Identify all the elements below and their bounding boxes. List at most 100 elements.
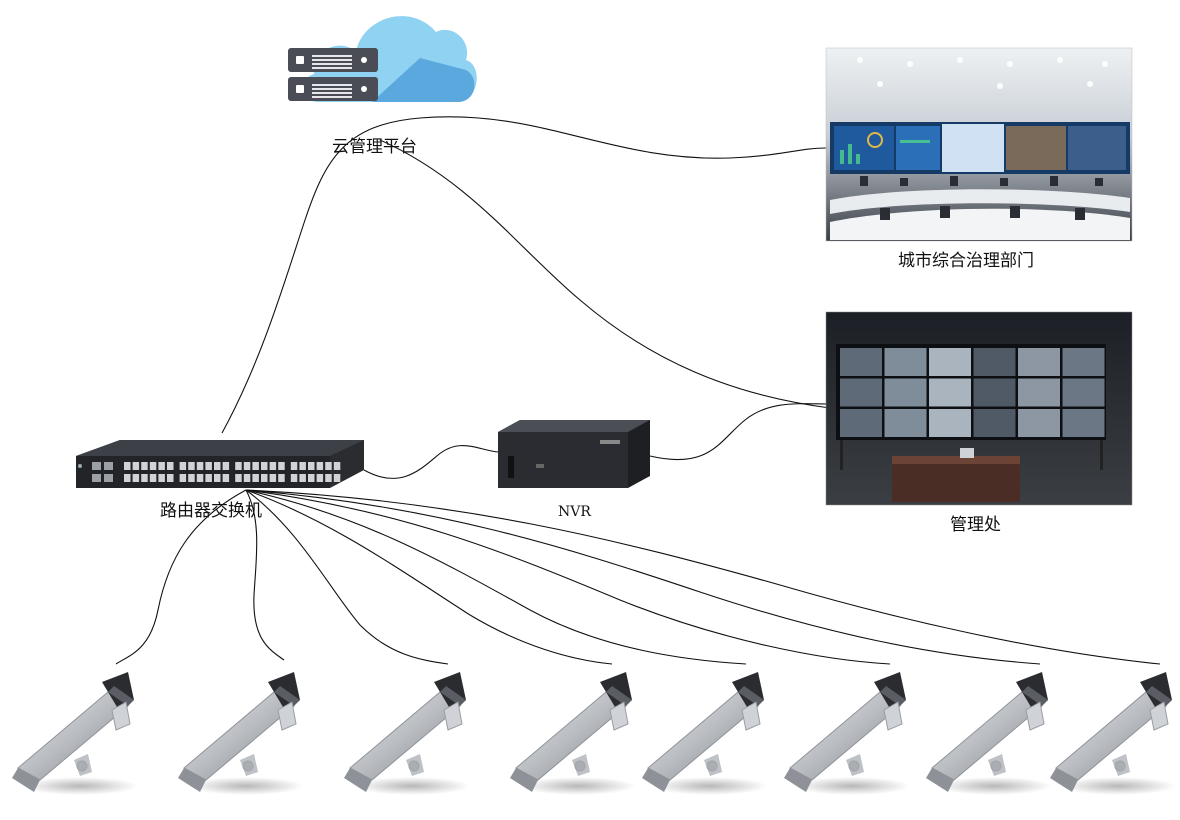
cctv-camera-icon (1049, 671, 1177, 796)
surveillance-monitor (1018, 378, 1060, 407)
link-nvr-management (649, 403, 831, 461)
surveillance-monitor (1018, 348, 1060, 376)
cctv-camera-icon (177, 671, 305, 796)
network-switch-icon (76, 440, 364, 488)
surveillance-monitor (929, 348, 971, 376)
camera-row (11, 671, 1177, 796)
uplink-port (104, 474, 113, 482)
cctv-camera-icon (783, 671, 911, 796)
switch-port (299, 474, 306, 482)
surveillance-monitor (929, 378, 971, 407)
surveillance-monitor (840, 378, 882, 407)
switch-port (132, 462, 140, 470)
switch-port (290, 474, 298, 482)
switch-port (252, 474, 259, 482)
switch-port (158, 474, 165, 482)
switch-port (278, 474, 285, 482)
switch-port (167, 474, 174, 482)
switch-port (188, 462, 195, 470)
link-camera-4 (245, 489, 613, 665)
switch-port (290, 462, 298, 470)
switch-port (188, 474, 195, 482)
switch-port (149, 462, 157, 470)
switch-port (214, 462, 221, 470)
monitor-grid (840, 348, 1105, 437)
switch-port (205, 462, 212, 470)
switch-port (132, 474, 140, 482)
switch-port (278, 462, 285, 470)
switch-port (316, 462, 324, 470)
cloud-server-icon (288, 16, 477, 102)
switch-port (141, 474, 148, 482)
switch-port (222, 462, 230, 470)
cctv-camera-icon (11, 671, 139, 796)
switch-port (235, 462, 242, 470)
video-wall-photo (825, 311, 1133, 506)
switch-port (222, 474, 230, 482)
uplink-port (92, 474, 101, 482)
link-camera-7 (245, 489, 1041, 665)
switch-port (167, 462, 174, 470)
surveillance-monitor (840, 409, 882, 437)
switch-port (325, 462, 332, 470)
switch-port (214, 474, 221, 482)
switch-port (308, 462, 315, 470)
cloud-platform-label: 云管理平台 (332, 137, 417, 157)
surveillance-monitor (1018, 409, 1060, 437)
switch-port (325, 474, 332, 482)
management-office-label: 管理处 (950, 515, 1001, 535)
cctv-camera-icon (509, 671, 637, 796)
surveillance-monitor (973, 378, 1016, 407)
switch-port (179, 474, 187, 482)
switch-port (149, 474, 157, 482)
switch-port (196, 462, 204, 470)
switch-port (141, 462, 148, 470)
switch-port (252, 462, 259, 470)
link-camera-5 (245, 489, 747, 665)
switch-port (235, 474, 242, 482)
switch-port (333, 474, 341, 482)
switch-port (124, 474, 131, 482)
link-camera-8 (245, 489, 1161, 665)
switch-port (124, 462, 131, 470)
switch-port (269, 462, 277, 470)
switch-port (269, 474, 277, 482)
switch-port (243, 474, 251, 482)
surveillance-monitor (973, 409, 1016, 437)
surveillance-monitor (929, 409, 971, 437)
surveillance-monitor (1062, 409, 1105, 437)
switch-port (196, 474, 204, 482)
city-department-label: 城市综合治理部门 (898, 251, 1034, 271)
surveillance-monitor (1062, 348, 1105, 376)
link-switch-cloud (221, 116, 827, 434)
switch-port (333, 462, 341, 470)
cctv-camera-icon (925, 671, 1053, 796)
nvr-recorder-icon (498, 420, 650, 488)
link-switch-nvr (363, 445, 499, 479)
connections (115, 116, 1161, 665)
surveillance-monitor (884, 378, 927, 407)
link-camera-2 (245, 489, 285, 661)
link-camera-3 (245, 489, 449, 665)
surveillance-monitor (1062, 378, 1105, 407)
switch-port (261, 462, 268, 470)
surveillance-monitor (884, 409, 927, 437)
switch-port (243, 462, 251, 470)
link-camera-1 (115, 489, 247, 665)
link-camera-6 (245, 489, 891, 665)
surveillance-monitor (973, 348, 1016, 376)
surveillance-monitor (840, 348, 882, 376)
link-cloud-management (379, 139, 831, 409)
switch-port (179, 462, 187, 470)
cctv-camera-icon (641, 671, 769, 796)
switch-port (308, 474, 315, 482)
nvr-label: NVR (558, 504, 591, 520)
switch-port (299, 462, 306, 470)
surveillance-monitor (884, 348, 927, 376)
cctv-camera-icon (343, 671, 471, 796)
switch-port (261, 474, 268, 482)
uplink-port (92, 462, 101, 470)
uplink-port (104, 462, 113, 470)
control-room-photo (825, 47, 1133, 242)
switch-port (316, 474, 324, 482)
